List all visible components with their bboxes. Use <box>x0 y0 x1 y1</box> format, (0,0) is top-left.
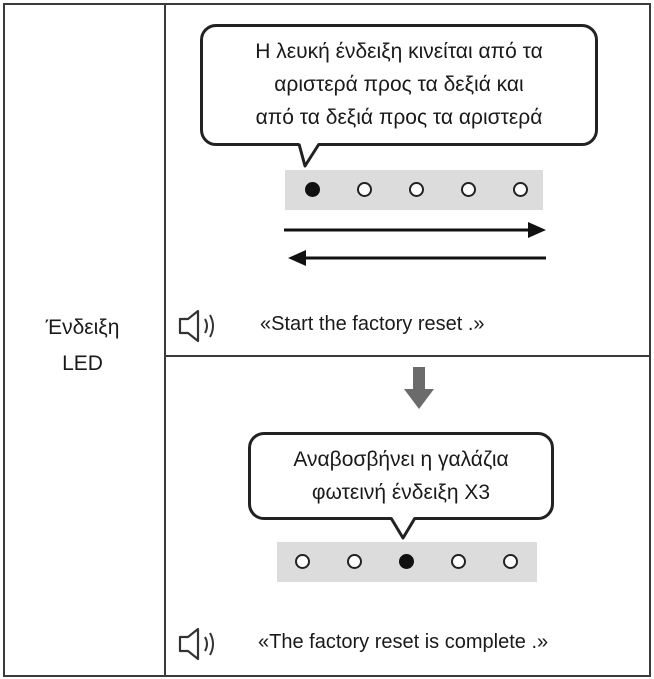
arrow-right-icon <box>284 222 546 238</box>
speaker-icon <box>178 627 214 661</box>
step1-direction-arrows <box>284 222 546 266</box>
step2-led-strip <box>277 542 537 582</box>
step2-callout: Αναβοσβήνει η γαλάζια φωτεινή ένδειξη X3 <box>248 432 554 520</box>
row-divider <box>164 355 651 357</box>
step1-voice-message: «Start the factory reset .» <box>260 313 485 335</box>
speaker-icon <box>178 309 214 343</box>
step1-callout-line3: από τα δεξιά προς τα αριστερά <box>255 106 543 129</box>
step2-led-5-off <box>503 554 518 569</box>
arrow-left-icon <box>288 250 546 266</box>
step2-led-4-off <box>451 554 466 569</box>
step1-callout-tail <box>297 142 321 168</box>
step2-callout-tail <box>389 516 417 540</box>
step1-led-1-on <box>305 182 320 197</box>
step1-callout: Η λευκή ένδειξη κινείται από τα αριστερά… <box>200 24 598 146</box>
step2-callout-line2: φωτεινή ένδειξη X3 <box>311 481 491 504</box>
row-label-line1: Ένδειξη <box>45 316 120 339</box>
step1-led-3-off <box>409 182 424 197</box>
step1-led-4-off <box>461 182 476 197</box>
step1-led-5-off <box>513 182 528 197</box>
instruction-table <box>3 3 651 677</box>
row-label: Ένδειξη LED <box>10 310 155 382</box>
step1-led-2-off <box>357 182 372 197</box>
step2-callout-line1: Αναβοσβήνει η γαλάζια <box>293 448 509 471</box>
step2-led-3-on <box>399 554 414 569</box>
step1-led-strip <box>285 170 543 210</box>
column-divider <box>164 3 166 677</box>
step1-callout-line1: Η λευκή ένδειξη κινείται από τα <box>255 40 543 63</box>
row-label-line2: LED <box>62 352 103 375</box>
step2-led-2-off <box>347 554 362 569</box>
step1-callout-line2: αριστερά προς τα δεξιά και <box>274 73 524 96</box>
arrow-down-icon <box>404 367 434 409</box>
step2-led-1-off <box>295 554 310 569</box>
step2-voice-message: «The factory reset is complete .» <box>258 631 549 653</box>
